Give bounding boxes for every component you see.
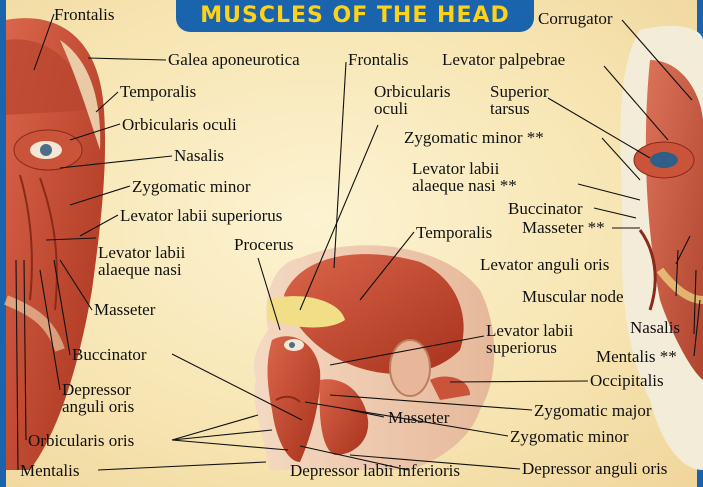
label-levator-labii-superiorus-left: Levator labii superiorus bbox=[120, 207, 282, 224]
label-mentalis-right: Mentalis ** bbox=[596, 348, 677, 365]
label-orbicularis-oculi-left: Orbicularis oculi bbox=[122, 116, 237, 133]
label-buccinator-left: Buccinator bbox=[72, 346, 147, 363]
label-frontalis-left: Frontalis bbox=[54, 6, 114, 23]
label-masseter-center: Masseter bbox=[388, 409, 449, 426]
label-depressor-anguli-oris-right: Depressor anguli oris bbox=[522, 460, 667, 477]
label-zygomatic-minor-left: Zygomatic minor bbox=[132, 178, 251, 195]
label-zygomatic-minor-center: Zygomatic minor bbox=[510, 428, 629, 445]
label-nasalis-right: Nasalis bbox=[630, 319, 680, 336]
label-masseter-right: Masseter ** bbox=[522, 219, 605, 236]
label-depressor-labii-inferioris: Depressor labii inferioris bbox=[290, 462, 460, 479]
label-zygomatic-minor-right: Zygomatic minor ** bbox=[404, 129, 544, 146]
label-masseter-left: Masseter bbox=[94, 301, 155, 318]
label-corrugator: Corrugator bbox=[538, 10, 613, 27]
label-temporalis-center: Temporalis bbox=[416, 224, 492, 241]
label-levator-palpebrae: Levator palpebrae bbox=[442, 51, 565, 68]
label-occipitalis: Occipitalis bbox=[590, 372, 664, 389]
label-temporalis-left: Temporalis bbox=[120, 83, 196, 100]
label-frontalis-center: Frontalis bbox=[348, 51, 408, 68]
diagram-title: MUSCLES OF THE HEAD bbox=[176, 2, 534, 30]
label-mentalis-left: Mentalis bbox=[20, 462, 80, 479]
label-procerus: Procerus bbox=[234, 236, 293, 253]
label-orbicularis-oris: Orbicularis oris bbox=[28, 432, 134, 449]
label-zygomatic-major: Zygomatic major bbox=[534, 402, 652, 419]
label-muscular-node: Muscular node bbox=[522, 288, 624, 305]
label-buccinator-right: Buccinator bbox=[508, 200, 583, 217]
center-head-side-view bbox=[254, 245, 494, 470]
label-levator-anguli-oris: Levator anguli oris bbox=[480, 256, 609, 273]
label-galea-aponeurotica: Galea aponeurotica bbox=[168, 51, 300, 68]
label-nasalis-left: Nasalis bbox=[174, 147, 224, 164]
